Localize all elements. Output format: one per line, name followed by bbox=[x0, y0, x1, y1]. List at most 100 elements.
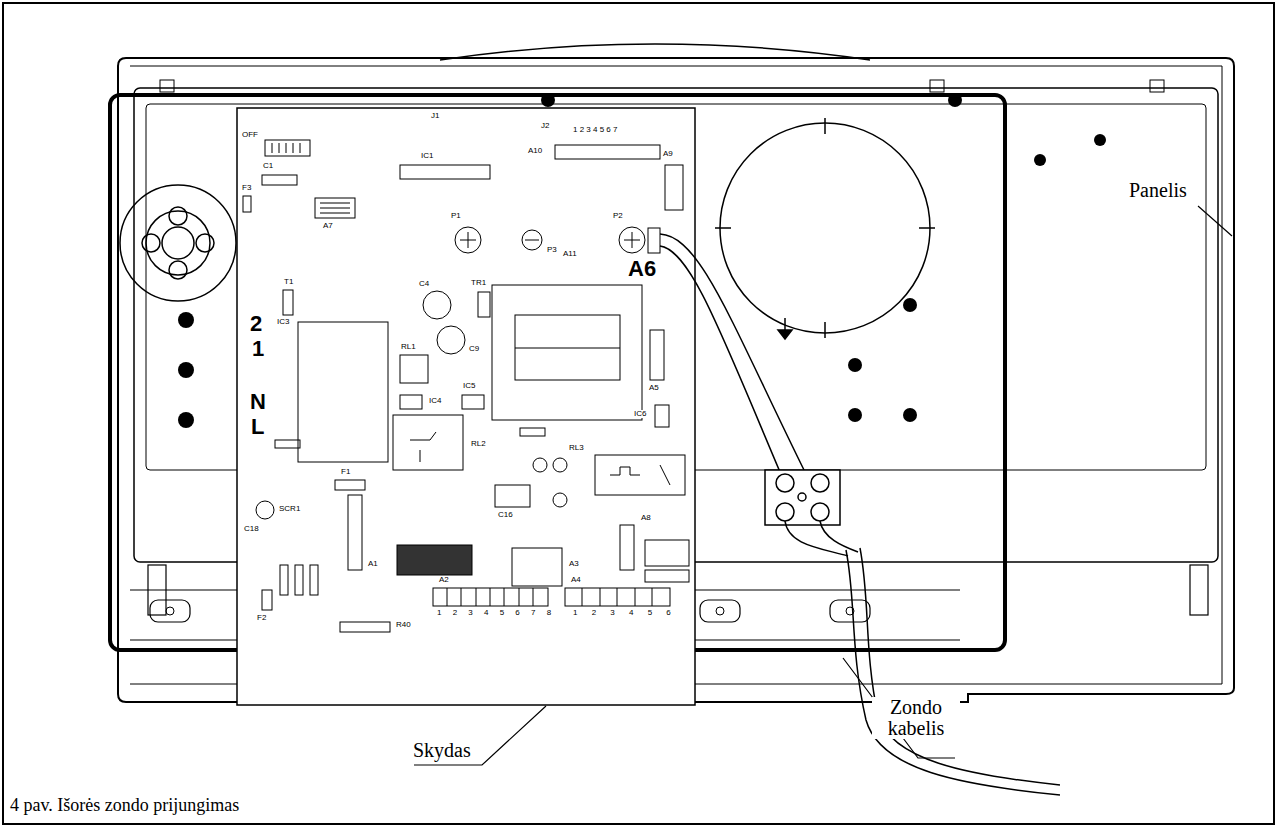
circuit-board bbox=[423, 291, 451, 319]
circuit-board bbox=[512, 548, 562, 586]
circuit-board bbox=[650, 330, 664, 380]
circuit-board bbox=[619, 227, 645, 253]
silkscreen-label: F1 bbox=[340, 468, 351, 476]
silkscreen-label: A2 bbox=[438, 576, 450, 584]
silkscreen-label: IC4 bbox=[428, 397, 442, 405]
mounting-holes bbox=[178, 362, 194, 378]
terminal-name: N bbox=[249, 390, 267, 413]
mounting-holes bbox=[903, 408, 917, 422]
silkscreen-label: A5 bbox=[648, 384, 660, 392]
circuit-board bbox=[397, 545, 472, 575]
circuit-board bbox=[595, 455, 685, 495]
mounting-holes bbox=[903, 298, 917, 312]
circuit-board bbox=[520, 428, 545, 436]
probe-cable bbox=[860, 548, 1060, 785]
circuit-board bbox=[400, 395, 422, 409]
circuit-board bbox=[280, 565, 288, 595]
mounting-holes bbox=[948, 93, 962, 107]
circuit-board bbox=[492, 285, 642, 420]
panel-housing bbox=[150, 600, 190, 622]
circuit-board bbox=[665, 165, 683, 210]
circuit-board bbox=[478, 292, 490, 317]
silkscreen-label: J2 bbox=[540, 122, 550, 130]
circuit-board bbox=[340, 622, 390, 632]
probe-cable bbox=[785, 521, 848, 556]
silkscreen-label: A11 bbox=[562, 250, 578, 258]
probe-wires bbox=[660, 246, 780, 472]
circuit-board bbox=[515, 348, 620, 349]
silkscreen-label: A10 bbox=[527, 147, 543, 155]
panel-housing bbox=[166, 607, 174, 615]
circuit-board bbox=[522, 230, 542, 250]
silkscreen-label: IC5 bbox=[462, 382, 476, 390]
mounting-holes bbox=[541, 93, 555, 107]
terminal-name: 2 bbox=[249, 312, 263, 335]
silkscreen-label: C9 bbox=[468, 345, 480, 353]
silkscreen-label: RL3 bbox=[568, 444, 585, 452]
panel-housing bbox=[700, 600, 740, 622]
circuit-board bbox=[462, 395, 484, 409]
mounting-holes bbox=[848, 408, 862, 422]
terminal-block bbox=[811, 474, 829, 492]
mounting-holes bbox=[848, 358, 862, 372]
silkscreen-label: A8 bbox=[640, 514, 652, 522]
probe-wires bbox=[660, 234, 805, 472]
silkscreen-label: A3 bbox=[568, 560, 580, 568]
circuit-board bbox=[610, 465, 670, 485]
circuit-board bbox=[393, 415, 463, 470]
circuit-board bbox=[582, 588, 652, 606]
silkscreen-label: A4 bbox=[570, 576, 582, 584]
circuit-board bbox=[315, 198, 355, 218]
probe-wires bbox=[660, 234, 805, 472]
probe-cable bbox=[785, 521, 1060, 795]
gauge-opening bbox=[720, 123, 930, 333]
pin-numbers: 1 2 3 4 5 6 7 8 bbox=[436, 609, 552, 617]
mounting-holes bbox=[1034, 154, 1046, 166]
figure-caption: 4 pav. Išorės zondo prijungimas bbox=[9, 796, 240, 815]
panel-housing bbox=[1190, 565, 1208, 615]
circuit-board bbox=[433, 588, 548, 606]
circuit-board bbox=[455, 227, 481, 253]
circuit-board bbox=[243, 196, 251, 212]
circuit-board bbox=[283, 290, 293, 315]
silkscreen-label: IC3 bbox=[276, 318, 290, 326]
silkscreen-label: P1 bbox=[450, 212, 462, 220]
mounting-holes bbox=[178, 312, 194, 328]
circuit-board bbox=[565, 588, 670, 606]
left-socket bbox=[120, 185, 236, 301]
silkscreen-label: R40 bbox=[395, 621, 412, 629]
part-label: Panelis bbox=[1128, 180, 1188, 201]
circuit-board bbox=[320, 203, 350, 213]
frame bbox=[3, 3, 1274, 824]
silkscreen-label: OFF bbox=[241, 131, 259, 139]
probe-cable bbox=[820, 521, 858, 552]
terminal-block bbox=[776, 503, 794, 521]
silkscreen-label: A7 bbox=[322, 222, 334, 230]
silkscreen-label: C16 bbox=[497, 511, 514, 519]
circuit-board bbox=[262, 590, 272, 610]
circuit-board bbox=[410, 432, 436, 462]
silkscreen-label: TR1 bbox=[470, 279, 487, 287]
terminal-block bbox=[765, 470, 840, 525]
panel-housing bbox=[160, 80, 174, 92]
terminal-block bbox=[776, 474, 794, 492]
silkscreen-label: RL2 bbox=[470, 440, 487, 448]
terminal-block bbox=[765, 470, 840, 525]
ground-symbol bbox=[778, 330, 792, 339]
circuit-board bbox=[237, 108, 695, 705]
circuit-board bbox=[310, 565, 318, 595]
left-socket bbox=[196, 234, 214, 252]
silkscreen-label: RL1 bbox=[400, 343, 417, 351]
circuit-board bbox=[620, 525, 634, 570]
circuit-board bbox=[460, 232, 476, 248]
silkscreen-label: C4 bbox=[418, 280, 430, 288]
silkscreen-label: IC6 bbox=[633, 410, 647, 418]
circuit-board bbox=[272, 143, 300, 153]
silkscreen-label: F2 bbox=[256, 614, 267, 622]
circuit-board bbox=[335, 480, 365, 490]
pin-numbers: 1 2 3 4 5 6 7 bbox=[572, 126, 618, 134]
panel-housing bbox=[830, 600, 870, 622]
circuit-board bbox=[648, 228, 660, 253]
silkscreen-label: T1 bbox=[283, 278, 294, 286]
circuit-board bbox=[645, 570, 689, 582]
